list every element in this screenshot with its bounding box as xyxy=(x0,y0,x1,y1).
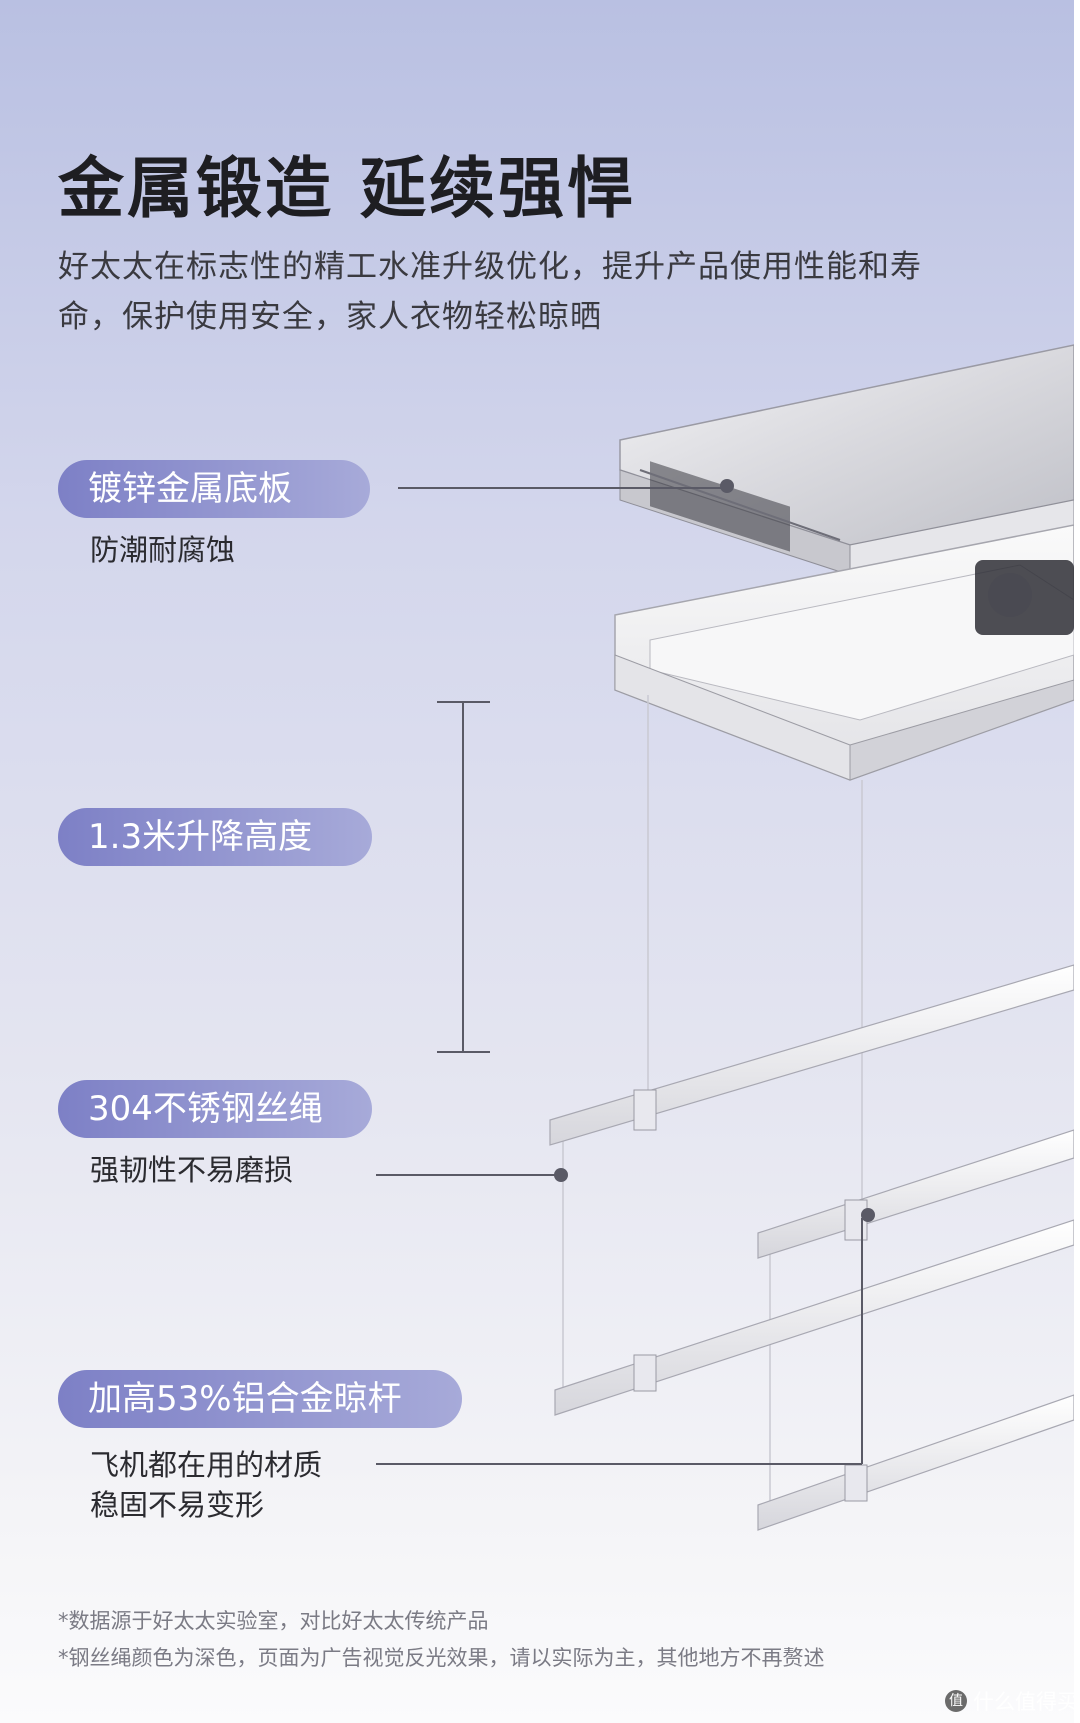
feature-desc-galvanized-plate: 防潮耐腐蚀 xyxy=(90,533,236,567)
feature-pill-steel-rope: 304不锈钢丝绳 xyxy=(58,1080,372,1138)
metal-base-plate xyxy=(619,344,1074,576)
aluminum-rods xyxy=(549,964,1074,1531)
feature-pill-lift-height: 1.3米升降高度 xyxy=(58,808,372,866)
height-bracket xyxy=(437,701,490,1053)
feature-desc-aluminum-rod-line2: 稳固不易变形 xyxy=(90,1488,265,1522)
feature-pill-aluminum-rod: 加高53%铝合金晾杆 xyxy=(58,1370,462,1428)
rack-frame xyxy=(614,524,1074,781)
feature-pill-galvanized-plate: 镀锌金属底板 xyxy=(58,460,370,518)
watermark-text: 什么值得买 xyxy=(973,1690,1074,1714)
page-subtitle: 好太太在标志性的精工水准升级优化，提升产品使用性能和寿命，保护使用安全，家人衣物… xyxy=(58,249,922,335)
watermark: 值 什么值得买 xyxy=(945,1686,1074,1716)
footnote-rope-color: *钢丝绳颜色为深色，页面为广告视觉反光效果，请以实际为主，其他地方不再赘述 xyxy=(58,1646,825,1670)
callout-dots xyxy=(554,479,875,1222)
callout-lines xyxy=(376,487,863,1465)
page-edge xyxy=(1074,0,1080,1723)
steel-wire-ropes xyxy=(562,695,863,1510)
zhide-logo-icon: 值 xyxy=(945,1690,967,1712)
feature-desc-steel-rope: 强韧性不易磨损 xyxy=(90,1153,294,1187)
page-title: 金属锻造 延续强悍 xyxy=(58,150,636,227)
feature-desc-aluminum-rod-line1: 飞机都在用的材质 xyxy=(90,1448,323,1482)
footnote-data-source: *数据源于好太太实验室，对比好太太传统产品 xyxy=(58,1609,489,1633)
